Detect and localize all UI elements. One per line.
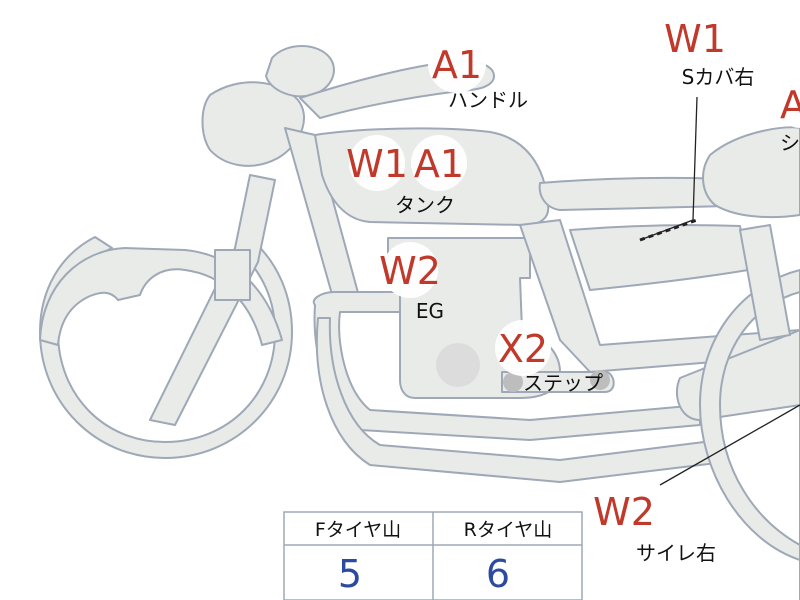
leader-lines <box>639 96 800 486</box>
tire-tread-table: Fタイヤ山 Rタイヤ山 5 6 <box>283 511 583 600</box>
leader-s-cover-dash <box>639 218 698 242</box>
badge-circle <box>776 80 800 128</box>
badge-code: A1 <box>414 142 464 186</box>
front-wheel-tire <box>39 236 293 459</box>
part-label-step: ステップ <box>523 371 603 395</box>
badge-code: W2 <box>593 490 655 534</box>
badge-circle <box>666 9 724 67</box>
badge-code: W1 <box>346 142 408 186</box>
badge-silencer-right: W2 <box>593 482 655 540</box>
leader-s-cover <box>639 96 698 241</box>
badge-circle <box>349 135 405 191</box>
part-label-seat: シ <box>780 131 800 155</box>
badge-code: A <box>780 83 800 127</box>
step-peg-left <box>503 372 523 392</box>
table-value-front-tire: 5 <box>338 552 362 596</box>
badge-step: X2 <box>495 320 551 376</box>
part-label-engine: EG <box>416 299 444 323</box>
badge-code: A1 <box>432 43 482 87</box>
badge-code: W1 <box>664 17 726 61</box>
part-label-tank: タンク <box>395 193 455 217</box>
step-peg-right <box>590 370 610 390</box>
rear-shock <box>739 224 791 341</box>
engine-cover-circle <box>436 343 480 387</box>
badge-tank-1: W1 <box>346 135 408 191</box>
badge-circle <box>495 320 551 376</box>
side-cover <box>569 224 749 291</box>
rear-tail <box>702 126 800 219</box>
badge-seat: A <box>776 80 800 128</box>
badge-handle: A1 <box>428 35 486 93</box>
badge-code: W2 <box>379 249 441 293</box>
fork-lower <box>214 249 251 301</box>
badge-circle <box>428 35 486 93</box>
meter <box>265 45 335 98</box>
badge-circle <box>382 242 438 298</box>
badge-code: X2 <box>498 327 548 371</box>
leader-silencer <box>659 404 800 486</box>
exhaust-pipe-lower <box>315 317 726 483</box>
badge-circle <box>411 135 467 191</box>
headlight <box>201 81 305 167</box>
front-forks <box>149 174 276 426</box>
part-label-silencer-right: サイレ右 <box>636 541 716 565</box>
badge-circle <box>595 482 653 540</box>
badge-engine: W2 <box>379 242 441 298</box>
rear-frame <box>519 219 800 373</box>
badge-s-cover-right: W1 <box>664 9 726 67</box>
badge-tank-2: A1 <box>411 135 467 191</box>
part-label-handle: ハンドル <box>448 88 528 112</box>
table-header-front-tire: Fタイヤ山 <box>315 519 401 541</box>
table-value-rear-tire: 6 <box>486 552 510 596</box>
part-label-s-cover-right: Sカバ右 <box>682 65 755 89</box>
table-header-rear-tire: Rタイヤ山 <box>464 519 553 541</box>
